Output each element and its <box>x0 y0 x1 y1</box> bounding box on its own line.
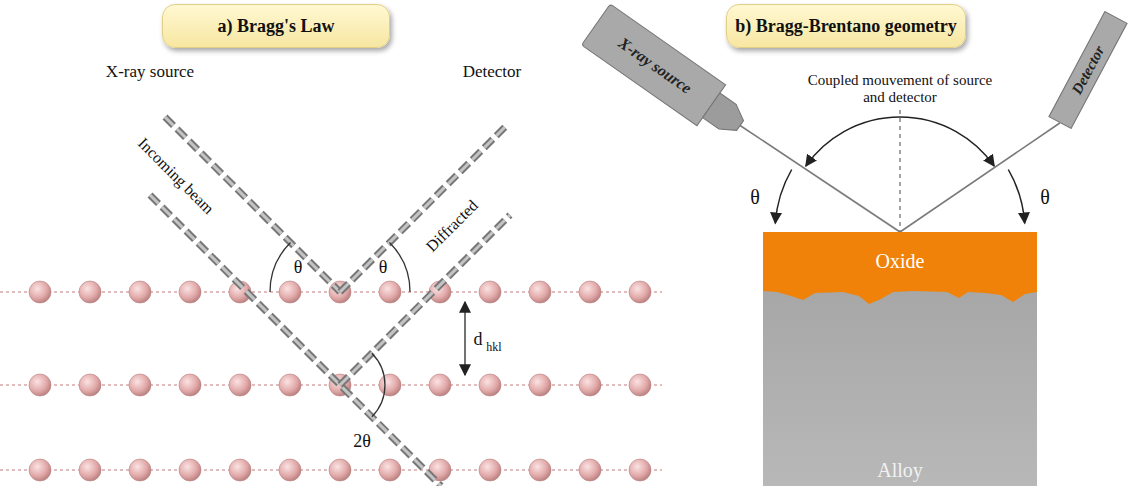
angle-arcs <box>270 243 410 417</box>
surface-normal <box>899 110 900 232</box>
oxide-layer: Oxide <box>763 232 1037 290</box>
alloy-shape <box>763 290 1037 486</box>
label: Detector <box>463 63 522 82</box>
atom <box>29 281 51 303</box>
atom <box>579 374 601 396</box>
node-text: Detector <box>1068 43 1108 97</box>
atom <box>529 281 551 303</box>
beam-line <box>900 123 1060 232</box>
label: θ <box>1040 186 1050 208</box>
atom <box>229 374 251 396</box>
atom <box>179 281 201 303</box>
atom <box>129 281 151 303</box>
lattice-planes <box>0 292 662 470</box>
atom <box>229 459 251 481</box>
diffracted-beam <box>340 127 510 385</box>
atom <box>379 374 401 396</box>
atom <box>479 459 501 481</box>
theta-arrow <box>1008 170 1024 224</box>
atom <box>629 281 651 303</box>
atom <box>629 374 651 396</box>
atom <box>179 374 201 396</box>
label: Coupled mouvement of source and detector <box>805 72 995 105</box>
node-text: Alloy <box>877 459 923 482</box>
incoming-beam <box>150 117 441 486</box>
atom <box>129 459 151 481</box>
atom <box>79 459 101 481</box>
label: d <box>474 330 483 350</box>
atom <box>529 459 551 481</box>
node-text: X-ray source <box>591 17 719 114</box>
atom <box>429 374 451 396</box>
coupled-arc <box>806 117 994 166</box>
atom <box>279 459 301 481</box>
title-box: a) Bragg's Law <box>162 4 390 48</box>
atom <box>29 459 51 481</box>
atom <box>479 281 501 303</box>
label: θ <box>379 258 388 278</box>
atom <box>129 374 151 396</box>
label: Incoming beam <box>134 134 217 217</box>
node-text: b) Bragg-Brentano geometry <box>735 16 957 37</box>
atom <box>379 459 401 481</box>
node-text: Oxide <box>876 250 925 273</box>
atom <box>529 374 551 396</box>
atom <box>479 374 501 396</box>
label: θ <box>750 186 760 208</box>
atom <box>279 281 301 303</box>
label: X-ray source <box>106 63 194 82</box>
atom <box>379 281 401 303</box>
label: hkl <box>486 341 501 354</box>
atom <box>579 459 601 481</box>
label: 2θ <box>353 432 371 452</box>
atom <box>179 459 201 481</box>
detector: Detector <box>1048 11 1127 129</box>
beam-line <box>740 125 900 232</box>
atom <box>629 459 651 481</box>
node-text: a) Bragg's Law <box>218 16 335 37</box>
atom <box>279 374 301 396</box>
atom <box>79 374 101 396</box>
atom <box>329 459 351 481</box>
alloy-substrate: Alloy <box>763 290 1037 486</box>
theta-arrow <box>775 170 791 224</box>
label: θ <box>294 258 303 278</box>
atom <box>79 281 101 303</box>
spacing-arrow <box>464 302 466 375</box>
atom <box>579 281 601 303</box>
atom <box>29 374 51 396</box>
title-box: b) Bragg-Brentano geometry <box>726 4 966 48</box>
